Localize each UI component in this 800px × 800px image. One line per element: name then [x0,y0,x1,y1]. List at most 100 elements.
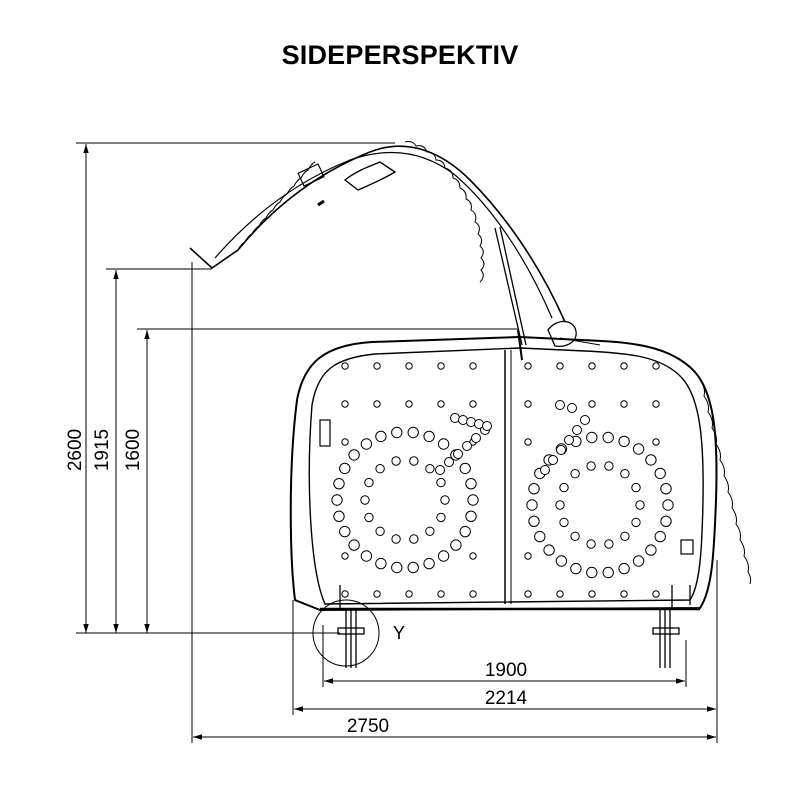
perforation-hole [391,561,403,574]
perforation-hole [524,590,532,598]
perforation-hole [570,469,580,479]
perforation-hole [556,445,566,455]
perforation-hole [559,482,569,493]
perforation-hole [462,441,472,451]
perforation-hole [588,400,596,408]
perforation-hole [604,461,614,471]
perforation-hole [375,557,387,570]
perforation-hole [373,400,381,408]
perforation-hole [459,462,471,475]
perforation-hole [620,400,628,408]
perforation-hole [405,590,413,598]
perforation-hole [339,525,351,538]
perforation-hole [341,400,349,408]
perforation-hole [586,431,598,444]
perforation-hole [570,562,582,575]
perforation-hole [437,590,445,598]
perforation-hole [645,454,657,466]
perforation-hole [364,477,374,488]
perforation-hole [548,455,558,465]
perforation-hole [469,362,477,370]
dimension-height-canopy [106,268,212,633]
perforation-hole [435,465,445,475]
perforation-hole [436,512,446,523]
perforation-hole [465,510,477,522]
perforation-hole [654,530,666,543]
perforation-hole [469,590,477,598]
perforation-hole [524,362,532,370]
perforation-hole [618,562,630,575]
perforation-hole [437,362,445,370]
perforation-hole [588,362,596,370]
dimension-width-lines [193,678,716,740]
perforation-hole [524,400,532,408]
perforation-hole [588,590,596,598]
perforation-hole [423,557,435,570]
perforation-hole [556,590,564,598]
canopy-lid [189,141,601,361]
perforation-hole [555,400,565,410]
perforation-hole [654,467,666,480]
dimension-label-2214: 2214 [485,688,528,709]
perforation-hole [586,461,596,471]
perforation-hole [570,531,580,541]
perforation-hole [540,465,550,475]
perforation-hole [620,590,628,598]
perforation-hole [391,456,401,466]
perforation-hole [586,539,596,549]
perforation-hole [652,590,660,598]
perforation-hole [652,400,660,408]
perforation-hole [360,438,373,450]
perforation-hole [467,494,479,506]
perforation-hole [444,457,454,467]
perforation-hole [425,464,435,474]
perforation-hole [437,400,445,408]
perforation-pattern [331,362,674,598]
perforation-hole [409,534,419,544]
dimension-height-body [137,328,518,633]
perforation-hole [580,415,590,425]
perforation-hole [662,499,674,511]
perforation-hole [375,464,385,474]
perforation-hole [341,552,349,560]
perforation-hole [602,566,614,579]
perforation-hole [373,362,381,370]
perforation-hole [391,534,401,544]
perforation-hole [333,510,345,522]
perforation-hole [469,400,477,408]
perforation-hole [373,590,381,598]
dimension-label-1915: 1915 [92,429,113,471]
perforation-hole [459,525,471,538]
perforation-hole [407,561,419,574]
perforation-hole [564,435,574,445]
perforation-hole [543,544,555,556]
perforation-hole [602,431,614,444]
perforation-hole [528,483,540,495]
perforation-hole [364,512,374,523]
dimension-label-1900: 1900 [485,660,527,681]
perforation-hole [405,362,413,370]
perforation-hole [425,526,435,536]
dimension-label-2600: 2600 [65,429,86,471]
perforation-hole [620,469,630,479]
perforation-hole [375,526,385,536]
perforation-hole [631,517,641,528]
perforation-hole [524,438,532,446]
perforation-hole [440,495,450,505]
perforation-hole [407,426,419,439]
perforation-hole [333,478,345,490]
dimension-height-total [76,142,395,633]
perforation-hole [360,495,370,505]
drawing-title: SIDEPERSPEKTIV [281,40,519,70]
perforation-hole [572,425,582,435]
perforation-hole [618,435,630,448]
detail-circle [312,599,380,667]
perforation-hole [556,362,564,370]
dimension-label-1600: 1600 [123,429,144,471]
perforation-hole [453,449,463,459]
perforation-hole [471,433,481,443]
perforation-hole [360,550,373,562]
perforation-hole [528,515,540,527]
perforation-hole [331,494,343,506]
perforation-hole [469,552,477,560]
